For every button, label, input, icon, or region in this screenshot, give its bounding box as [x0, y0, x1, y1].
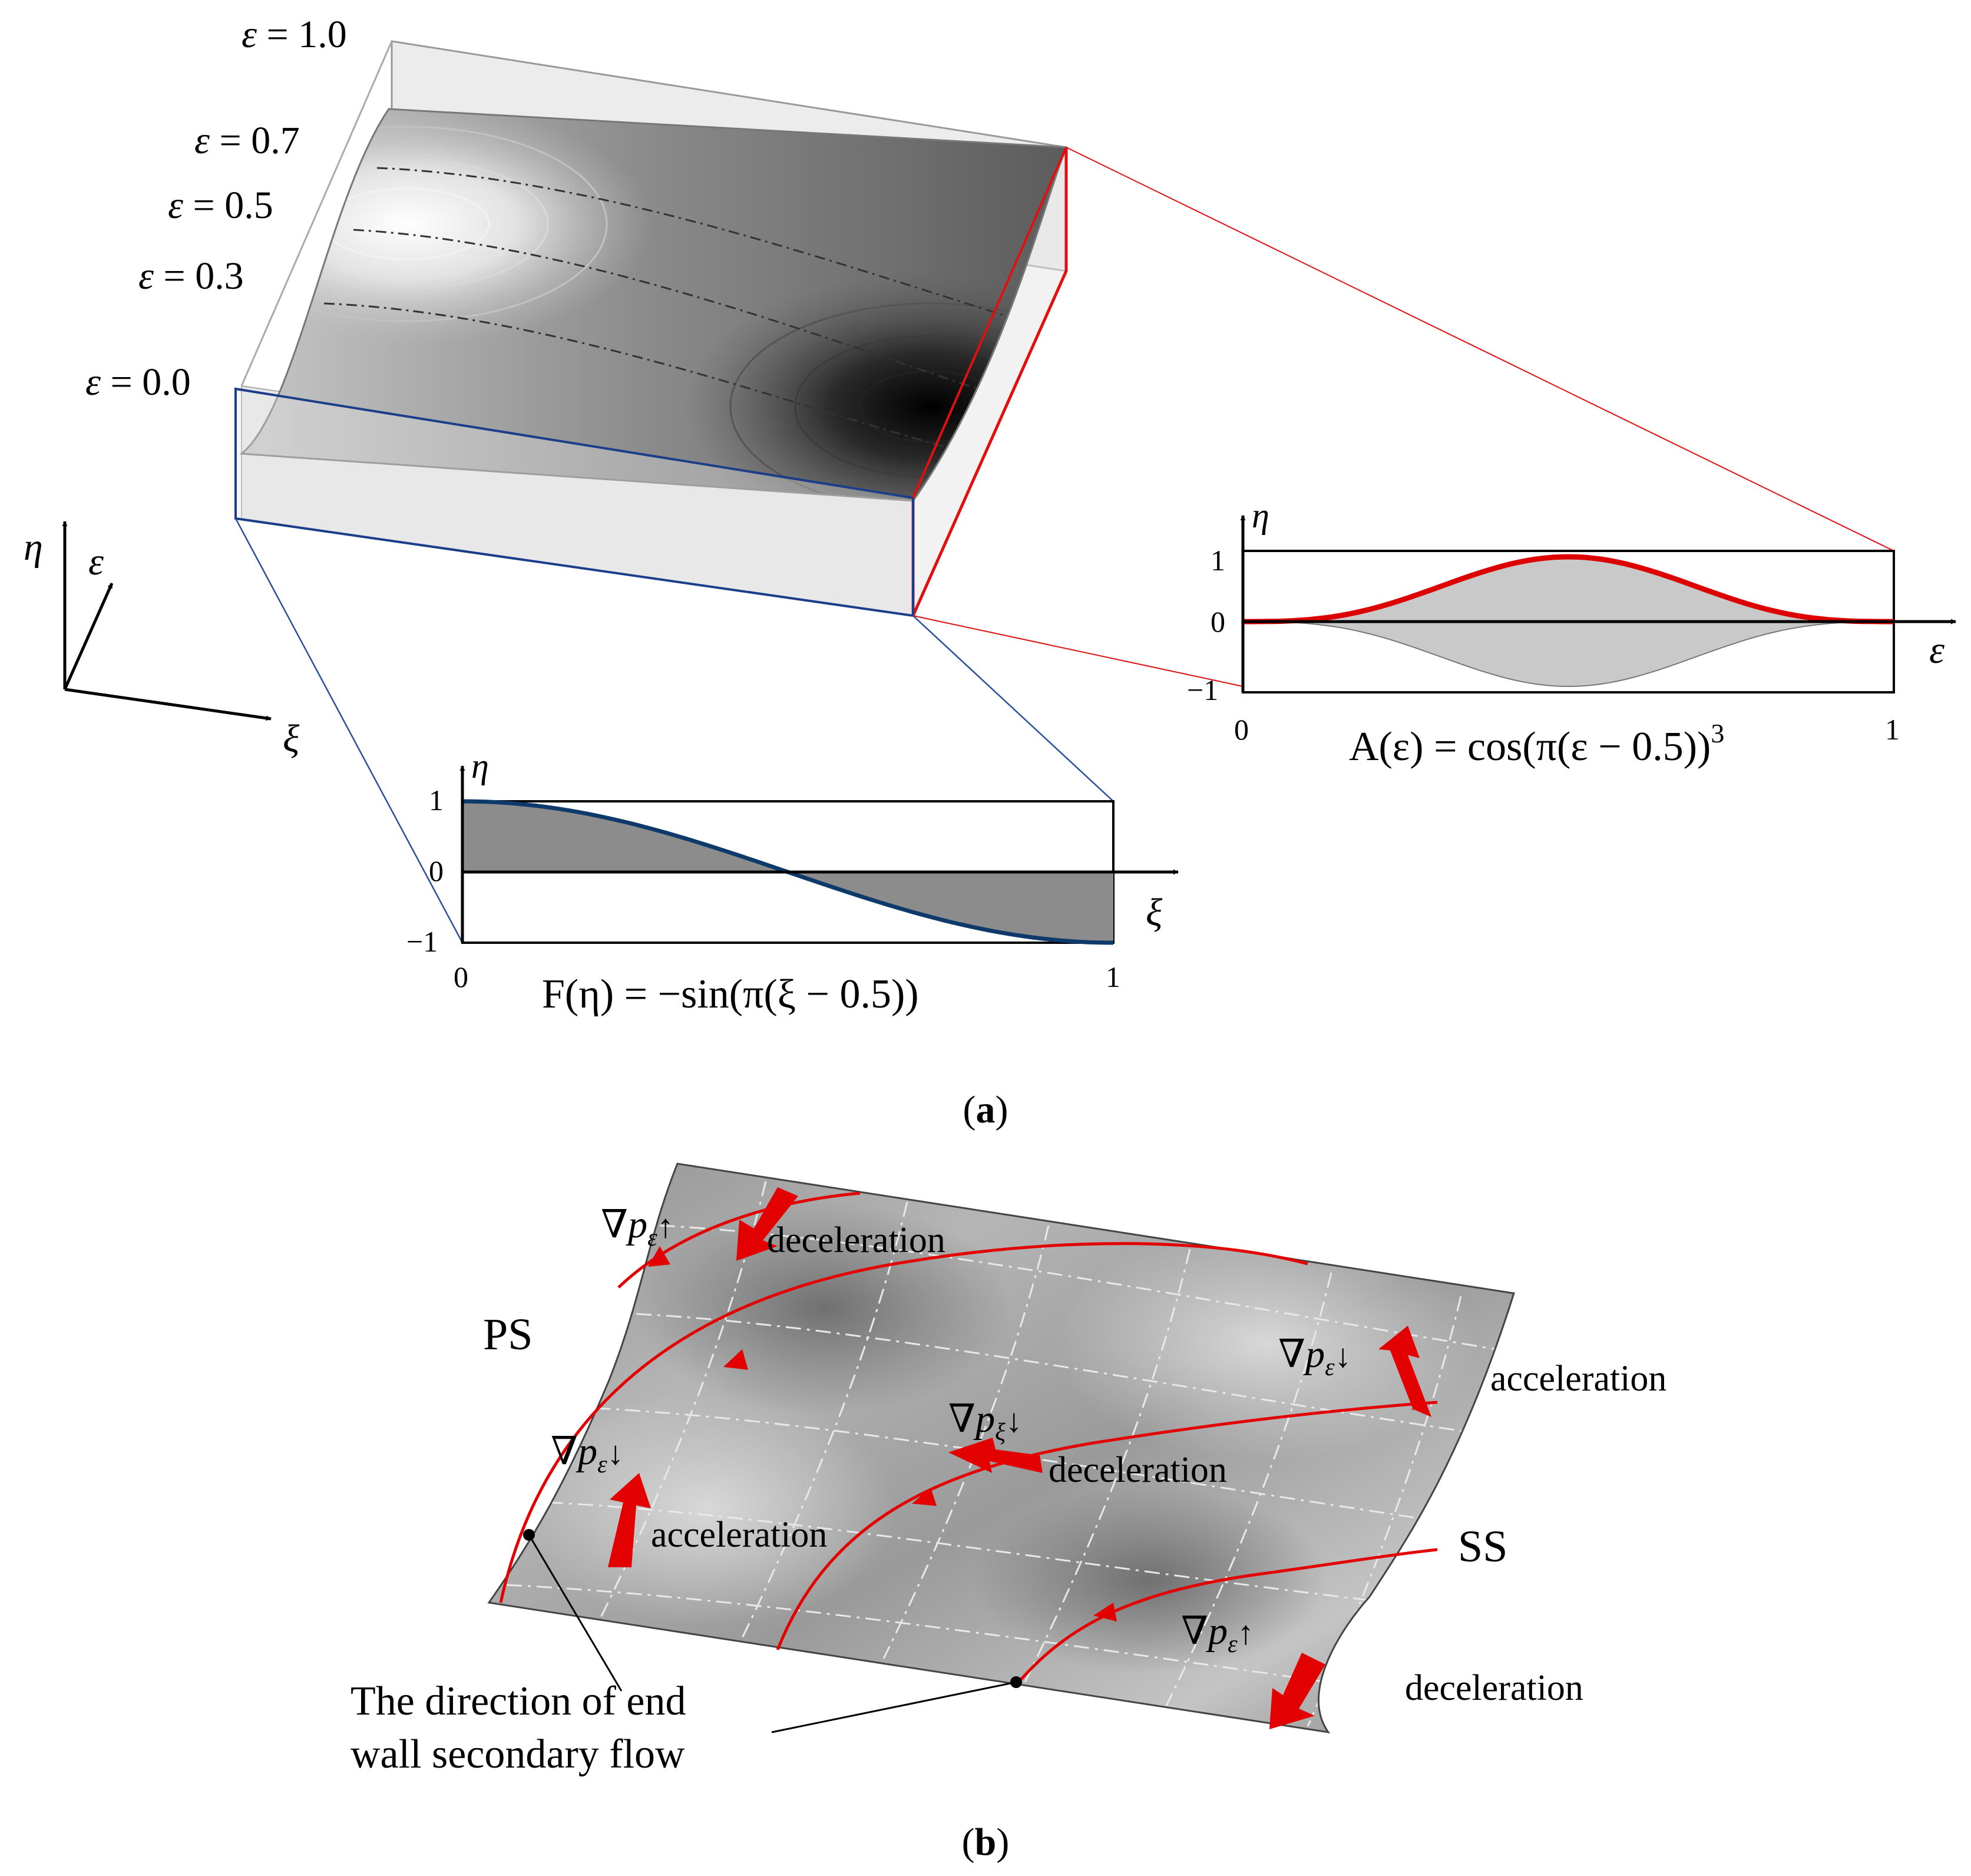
gradient-label-1: ∇pε↑ — [601, 1203, 674, 1251]
plot-a-eta: η — [1252, 496, 1269, 535]
effect-label-2: acceleration — [1490, 1359, 1666, 1399]
caption-b: (b) — [962, 1821, 1010, 1864]
plot-f-xi: ξ — [1146, 891, 1163, 934]
note-line-1: The direction of end — [350, 1679, 686, 1724]
note-pointers — [523, 1529, 1022, 1733]
plot-a-epsilon: ε — [1929, 629, 1944, 672]
effect-label-4: acceleration — [651, 1515, 827, 1555]
plot-f-formula: F(η) = −sin(π(ξ − 0.5)) — [542, 972, 919, 1017]
flow-direction-arrowheads — [648, 1246, 1117, 1621]
plot-f: η ξ 1 0 −1 0 1 F(η) = −sin(π(ξ − 0.5)) — [406, 747, 1179, 1017]
plot-f-tick-y0: 0 — [429, 854, 444, 887]
plot-a-formula: A(ε) = cos(π(ε − 0.5))3 — [1349, 718, 1724, 769]
label-ss: SS — [1458, 1522, 1508, 1571]
gradient-label-2: ∇pε↓ — [1278, 1333, 1351, 1381]
secondary-flow-lines — [499, 1191, 1438, 1686]
plot-f-tick-y1: 1 — [429, 784, 444, 817]
plot-a-curve — [1243, 554, 1894, 625]
panel-a: ε = 1.0 ε = 0.7 ε = 0.5 ε = 0.3 ε = 0.0 … — [24, 13, 1956, 1131]
panel-b: PS SS ∇pε↑ ∇pε↓ ∇pξ↓ ∇pε↓ ∇pε↑ decelerat… — [350, 1162, 1666, 1864]
plot-a-tick-y1: 1 — [1211, 544, 1225, 577]
plot-f-eta: η — [471, 747, 489, 785]
plot-f-tick-x0: 0 — [454, 960, 468, 993]
level-labels: ε = 1.0 ε = 0.7 ε = 0.5 ε = 0.3 ε = 0.0 — [85, 13, 347, 404]
level-label-3: ε = 0.5 — [168, 184, 273, 227]
plot-a-tick-y0: 0 — [1211, 605, 1225, 638]
note-line-2: wall secondary flow — [350, 1732, 685, 1777]
pressure-gradient-arrows — [608, 1187, 1431, 1729]
plot-f-tick-x1: 1 — [1106, 960, 1120, 993]
triad-eta: η — [24, 526, 43, 569]
plot-a: η ε 1 0 −1 0 1 A(ε) = cos(π(ε − 0.5))3 — [1187, 496, 1956, 769]
level-label-4: ε = 0.3 — [138, 255, 244, 298]
plot-a-tick-ym1: −1 — [1187, 673, 1218, 706]
effect-labels: deceleration acceleration deceleration a… — [651, 1220, 1666, 1708]
gradient-label-3: ∇pξ↓ — [948, 1398, 1022, 1446]
level-label-2: ε = 0.7 — [194, 119, 300, 162]
gradient-label-5: ∇pε↑ — [1181, 1610, 1254, 1658]
gradient-label-4: ∇pε↓ — [551, 1430, 624, 1478]
plot-a-tick-x1: 1 — [1885, 713, 1900, 746]
axes-triad — [62, 521, 272, 721]
plot-f-tick-ym1: −1 — [406, 925, 438, 958]
plot-a-tick-x0: 0 — [1234, 713, 1249, 746]
label-ps: PS — [483, 1310, 533, 1359]
triad-epsilon: ε — [88, 540, 104, 583]
effect-label-1: deceleration — [767, 1220, 945, 1260]
effect-label-5: deceleration — [1405, 1668, 1583, 1708]
caption-a: (a) — [963, 1088, 1008, 1131]
level-label-1: ε = 1.0 — [242, 13, 347, 56]
triad-xi: ξ — [283, 717, 300, 760]
effect-label-3: deceleration — [1049, 1450, 1227, 1490]
gradient-labels: ∇pε↑ ∇pε↓ ∇pξ↓ ∇pε↓ ∇pε↑ — [551, 1203, 1351, 1658]
level-label-5: ε = 0.0 — [85, 361, 191, 404]
